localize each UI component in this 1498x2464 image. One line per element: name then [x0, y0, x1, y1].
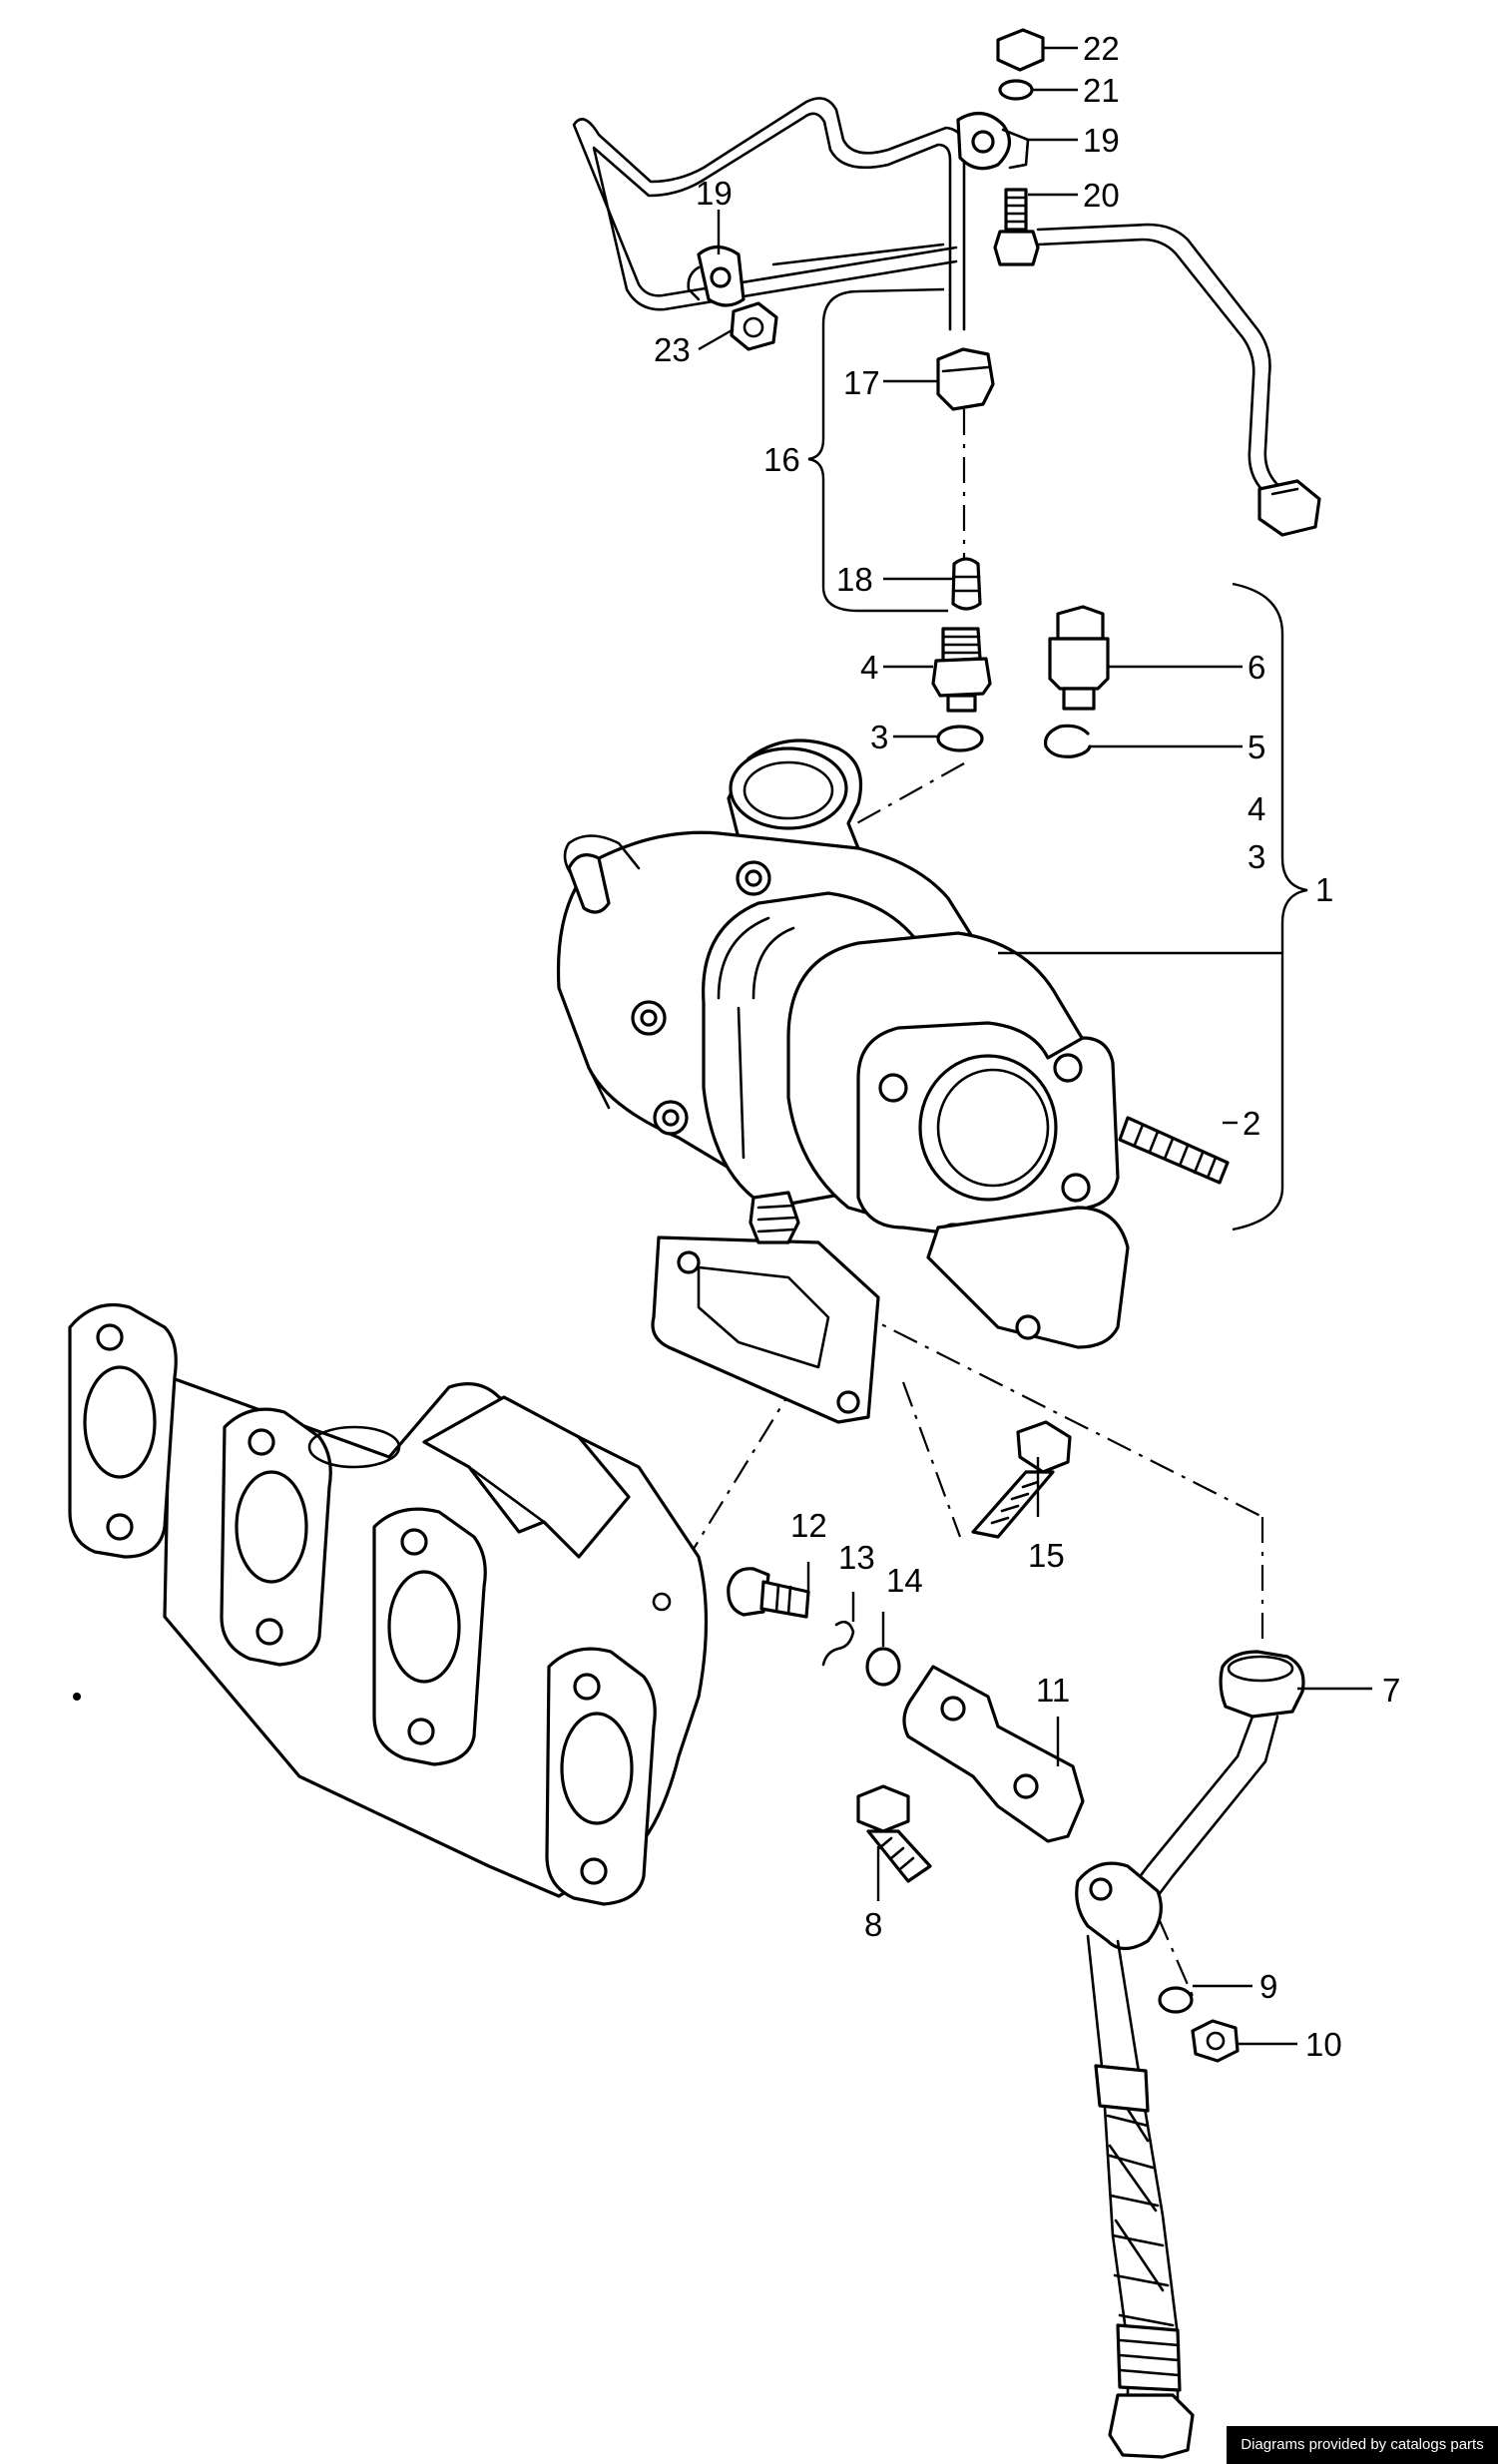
callout-10: 10 [1305, 2026, 1342, 2063]
fittings-19-23 [687, 28, 1045, 351]
callout-2: 2 [1243, 1105, 1260, 1142]
union-screw-6 [1048, 605, 1110, 711]
bolt-15 [971, 1420, 1072, 1539]
union-nut-17 [936, 347, 995, 411]
callout-1: 1 [1315, 871, 1333, 908]
oil-return-pipe-7 [1075, 1650, 1305, 2459]
callout-4-left: 4 [860, 649, 878, 686]
screw-12 [727, 1567, 810, 1619]
clip-13 [821, 1620, 855, 1667]
callout-16: 16 [763, 441, 800, 478]
credit-banner: Diagrams provided by catalogs parts [1227, 2426, 1498, 2464]
callout-8: 8 [864, 1906, 882, 1943]
turbocharger [556, 739, 1130, 1424]
callout-21: 21 [1083, 72, 1120, 109]
washer-9 [1158, 1986, 1194, 2014]
bolt-8 [856, 1784, 932, 1883]
callout-23: 23 [654, 331, 691, 368]
oil-feed-line [572, 97, 1284, 499]
callout-20: 20 [1083, 177, 1120, 214]
seal-ring-5 [1043, 724, 1092, 758]
nut-10 [1191, 2019, 1240, 2063]
callout-labels: 22 21 19 20 19 23 17 16 18 4 3 6 5 4 3 1… [654, 30, 1400, 2063]
assembly-bracket-1 [1232, 582, 1308, 1232]
callout-9: 9 [1259, 1968, 1277, 2005]
callout-22: 22 [1083, 30, 1120, 67]
callout-5: 5 [1248, 729, 1265, 765]
washer-3 [936, 725, 984, 752]
pipe-bracket-16 [807, 287, 948, 613]
callout-18: 18 [836, 561, 873, 598]
stray-dot [73, 1693, 81, 1701]
callout-6: 6 [1248, 649, 1265, 686]
callout-14: 14 [886, 1562, 923, 1599]
callout-3-left: 3 [870, 719, 888, 755]
washer-14 [865, 1647, 901, 1687]
callout-3-right: 3 [1248, 838, 1265, 875]
callout-12: 12 [790, 1507, 827, 1544]
union-screw-4 [931, 627, 992, 713]
sleeve-18 [951, 557, 982, 611]
stud-2 [1118, 1116, 1230, 1185]
exhaust-manifold [68, 1302, 709, 1906]
banjo-nut [1257, 479, 1321, 537]
callout-7: 7 [1382, 1672, 1400, 1709]
callout-17: 17 [843, 364, 880, 401]
callout-11: 11 [1036, 1672, 1070, 1709]
callout-19-left: 19 [696, 175, 733, 212]
callout-15: 15 [1028, 1537, 1065, 1574]
callout-13: 13 [838, 1539, 875, 1576]
leader-lines [698, 46, 1372, 2046]
callout-19-top: 19 [1083, 122, 1120, 159]
bracket-11 [902, 1665, 1085, 1843]
callout-4-right: 4 [1248, 790, 1265, 827]
